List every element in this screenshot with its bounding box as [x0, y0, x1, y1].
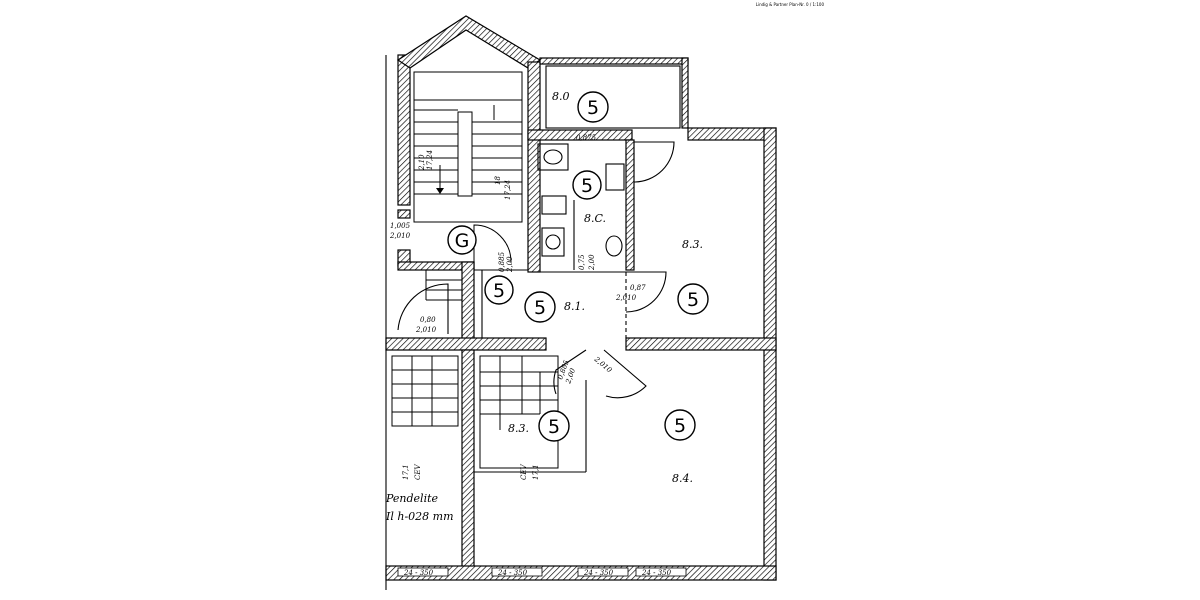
wall-right — [763, 127, 777, 581]
dim-stair-lower-4: 17,1 — [532, 464, 540, 480]
room-labels: 8.0 8.C. 8.1. 8.3. 8.3. 8.4. — [508, 90, 703, 485]
stair-arrow-head — [436, 188, 444, 194]
dim-room4-door: 2,010 — [592, 355, 614, 375]
zone-circle-hall — [524, 291, 556, 323]
dim-room3-door: 0,87 — [630, 284, 646, 292]
dim-left-door-2: 2,010 — [389, 232, 411, 240]
dim-hall-door-2: 2,00 — [506, 256, 514, 273]
zone-label-hall: 5 — [534, 297, 546, 319]
zone-circle-room3 — [677, 283, 709, 315]
window-1 — [397, 567, 449, 577]
room-label-bath: 8.C. — [584, 212, 606, 225]
room-label-room5: 8.3. — [508, 422, 529, 435]
dim-bath-door: 0,75 — [578, 254, 586, 270]
wall-room3-top — [687, 127, 777, 141]
wall-balcony-right — [681, 57, 689, 129]
sink-basin-icon — [543, 149, 563, 165]
window-2 — [491, 567, 543, 577]
dim-window-4: 24 - 350 — [641, 569, 672, 577]
interior-lines — [385, 55, 681, 590]
dim-room3-door-2: 2,010 — [615, 294, 637, 302]
stair-lower-left-outline — [391, 355, 459, 427]
zone-circle-hall-left — [484, 275, 514, 305]
cabinet-icon — [541, 195, 567, 215]
toilet-tank-icon — [605, 163, 625, 191]
dim-window-2: 24 - 350 — [497, 569, 528, 577]
wall-stair-right — [527, 61, 541, 273]
stair-upper-outline — [413, 71, 523, 223]
bath-fixtures — [537, 143, 625, 270]
zone-label-hall-left: 5 — [493, 280, 505, 302]
zone-circle-room5 — [538, 410, 570, 442]
washer-icon — [541, 227, 565, 257]
dim-left-door: 1,005 — [390, 222, 411, 230]
door-room5 — [553, 349, 587, 395]
dim-stair-4: 17,24 — [504, 180, 512, 200]
wall-room3-bottom — [625, 337, 777, 351]
toilet-icon — [605, 235, 623, 257]
zone-circle-landing — [447, 225, 477, 255]
wall-hall-bottom — [385, 337, 547, 351]
room-label-room3: 8.3. — [682, 238, 703, 251]
stair-well — [457, 111, 473, 197]
zone-circle-bath — [572, 170, 602, 200]
zone-label-room3: 5 — [687, 289, 699, 311]
dim-stair-lower-2: CEV — [414, 464, 422, 480]
dim-bath-door-2: 2,00 — [588, 254, 596, 271]
note-pendelite: Pendelite — [385, 492, 439, 505]
stair-lower-outline — [479, 355, 559, 469]
stairs-upper — [413, 71, 523, 263]
zone-marks: 5 5 G 5 5 5 5 5 — [447, 91, 709, 442]
zone-label-room5: 5 — [548, 416, 560, 438]
stairs-lower — [391, 270, 559, 469]
landing-door — [473, 224, 512, 263]
note-height: Il h-028 mm — [385, 510, 454, 523]
corner-note: Lindig & Partner Plan-Nr. 0 / 1:100 — [755, 2, 824, 7]
wall-stair-left — [397, 54, 411, 206]
window-marks — [397, 567, 687, 577]
wall-chase — [461, 261, 475, 341]
dim-bath-top: 0,875 — [576, 134, 597, 142]
wall-bath-room3 — [625, 139, 635, 271]
zone-circle-balcony — [577, 91, 609, 123]
wall-left-stub — [397, 209, 411, 219]
dim-lower-door: 0,80 — [420, 316, 436, 324]
dim-hall-door: 0,885 — [498, 251, 506, 272]
room-label-room4: 8.4. — [672, 472, 693, 485]
dim-stair-1: 2,10 — [418, 154, 426, 171]
door-room3 — [633, 141, 675, 183]
door-room4 — [603, 349, 647, 399]
zone-circle-room4 — [664, 409, 696, 441]
dim-window-3: 24 - 350 — [583, 569, 614, 577]
zone-label-balcony: 5 — [587, 97, 599, 119]
door-chase — [397, 283, 449, 334]
wall-stair-roof — [396, 15, 542, 69]
dim-stair-2: 17,24 — [426, 150, 434, 170]
zone-label-bath: 5 — [581, 175, 593, 197]
room-label-balcony: 8.0 — [552, 90, 570, 103]
dim-stair-3: 18 — [494, 176, 502, 185]
wall-lower-mid — [461, 349, 475, 569]
dim-stair-lower-1: 17,1 — [402, 464, 410, 480]
washer-drum-icon — [545, 234, 561, 250]
notes: Pendelite Il h-028 mm — [385, 492, 454, 523]
zone-label-room4: 5 — [674, 415, 686, 437]
room-label-hall: 8.1. — [564, 300, 585, 313]
window-3 — [577, 567, 629, 577]
dim-window-1: 24 - 350 — [403, 569, 434, 577]
wall-balcony-top — [539, 57, 689, 65]
balcony-outline — [545, 65, 681, 129]
doors — [397, 139, 675, 399]
door-hall-room3 — [625, 271, 667, 313]
walls — [385, 15, 777, 581]
dim-stair-lower-3: CEV — [520, 464, 528, 480]
sink-icon — [537, 143, 569, 171]
window-4 — [635, 567, 687, 577]
dim-lower-door-2: 2,010 — [415, 326, 437, 334]
zone-label-landing: G — [455, 230, 470, 252]
